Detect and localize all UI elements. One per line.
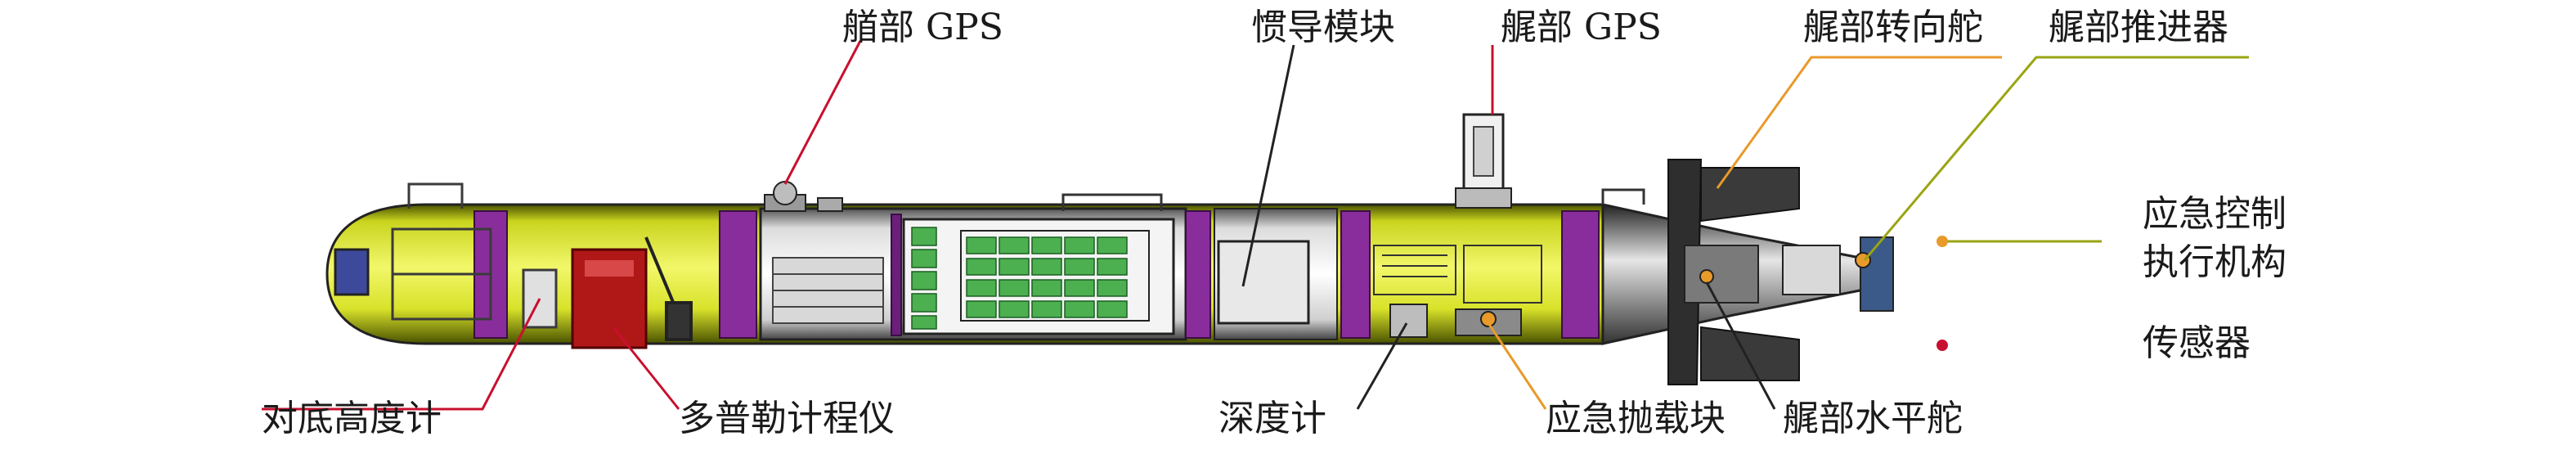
label-emergency-actuator-line2: 执行机构	[2143, 241, 2287, 284]
label-emergency-actuator: 应急控制 执行机构	[2143, 190, 2287, 287]
leader-stern-thruster	[1863, 56, 2249, 261]
leader-stern-rudder	[1716, 56, 2002, 189]
dvl-unit	[571, 248, 648, 349]
electronics-bay	[1373, 245, 1542, 304]
label-stern-rudder: 艉部转向舵	[1803, 7, 1983, 48]
leader-drop-weight	[1487, 322, 1547, 410]
label-bow-gps: 艏部 GPS	[842, 7, 1003, 48]
label-depth-gauge: 深度计	[1218, 398, 1326, 439]
leader-bow-gps	[783, 40, 862, 185]
leader-dvl	[612, 326, 680, 410]
label-stern-elevator: 艉部水平舵	[1783, 398, 1963, 439]
label-altimeter: 对底高度计	[262, 398, 442, 439]
leader-ins	[1241, 44, 1295, 287]
depth-gauge-unit	[1389, 304, 1428, 338]
label-drop-weight: 应急抛载块	[1546, 398, 1726, 439]
label-stern-gps: 艉部 GPS	[1501, 7, 1662, 48]
ins-module	[1217, 240, 1310, 325]
marker-red-dot	[1936, 340, 1948, 351]
label-emergency-actuator-line1: 应急控制	[2143, 193, 2287, 235]
stern-gps-mast	[1455, 113, 1512, 209]
label-stern-thruster: 艉部推进器	[2049, 7, 2228, 48]
battery-pack	[902, 193, 1175, 335]
leader-stern-elevator	[1705, 281, 1776, 410]
label-sensor: 传感器	[2143, 322, 2251, 364]
drop-weight-unit	[1455, 308, 1522, 336]
marker-orange-dot	[1936, 236, 1948, 247]
leader-depth	[1356, 322, 1408, 410]
tail-section	[1601, 159, 1894, 385]
leader-altimeter	[262, 298, 541, 411]
label-dvl: 多普勒计程仪	[679, 398, 895, 439]
altimeter-probe	[644, 236, 693, 341]
label-ins: 惯导模块	[1251, 7, 1395, 48]
vent-panel	[772, 257, 884, 324]
leader-lines	[262, 40, 2249, 411]
bow-gps-mast	[764, 181, 843, 212]
